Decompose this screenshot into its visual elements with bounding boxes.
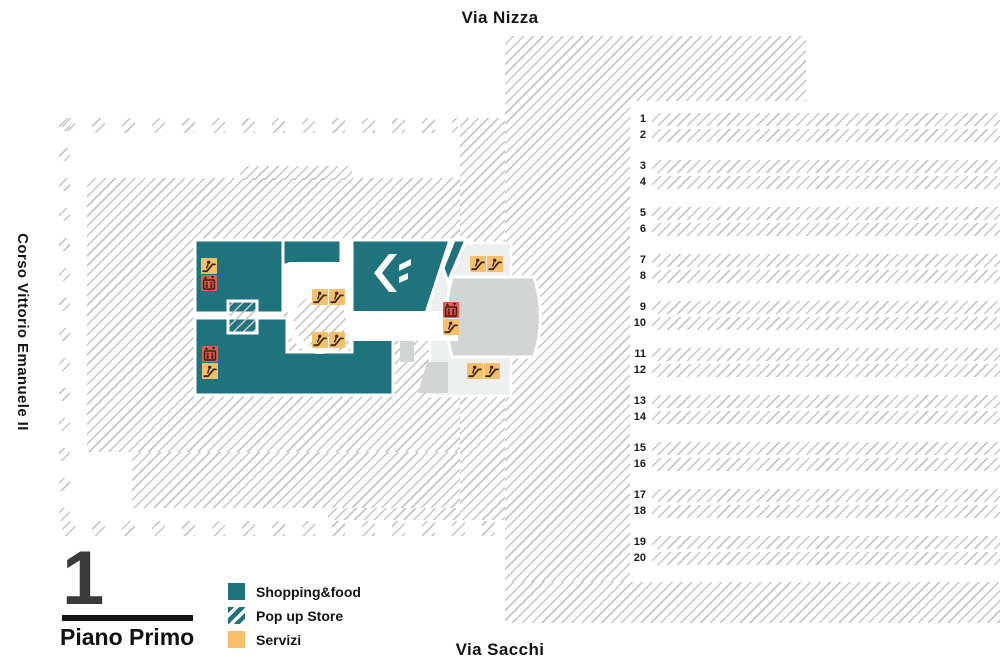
platform-number: 9 — [639, 301, 646, 313]
platform-track-strip — [652, 129, 1000, 142]
floor-number: 1 — [62, 536, 105, 621]
platform-number: 2 — [639, 129, 646, 141]
platform-number: 18 — [633, 505, 646, 517]
platform-number: 12 — [633, 364, 646, 376]
legend-label: Servizi — [256, 632, 302, 648]
legend-swatch-services — [228, 631, 245, 648]
platform-number: 16 — [633, 458, 646, 470]
street-edge-bottom — [62, 521, 498, 536]
platform-track-strip — [652, 113, 1000, 126]
platform-track-strip — [652, 348, 1000, 361]
platform-number: 19 — [633, 536, 646, 548]
escalator-icon — [443, 319, 459, 335]
platform-track-strip — [652, 552, 1000, 565]
shop-block-northeast-sliver — [441, 238, 469, 287]
street-edge-top — [62, 118, 458, 133]
station-logo — [374, 254, 411, 292]
escalator-icon — [202, 363, 218, 379]
platform-number: 20 — [633, 552, 646, 564]
platform-number: 6 — [639, 223, 646, 235]
footprint-west-lower-step — [328, 508, 460, 520]
platform-number: 4 — [639, 176, 646, 188]
platform-number: 3 — [639, 160, 646, 172]
platform-track-strip — [652, 176, 1000, 189]
elevator-icon — [201, 275, 217, 291]
platform-track-strip — [652, 458, 1000, 471]
elevator-icon — [443, 302, 459, 318]
street-label-left: Corso Vittorio Emanuele II — [14, 233, 31, 431]
platform-number: 7 — [639, 254, 646, 266]
escalator-icon — [312, 289, 328, 305]
platform-number: 17 — [633, 489, 646, 501]
escalator-icon — [312, 332, 328, 348]
escalator-icon — [201, 258, 217, 274]
platform-track-strip — [652, 207, 1000, 220]
footprint-west-step — [240, 166, 352, 180]
platform-track-strip — [652, 301, 1000, 314]
platform-track-strip — [652, 254, 1000, 267]
platform-track-strip — [652, 160, 1000, 173]
kiosk-square — [226, 299, 259, 335]
gap-column — [341, 238, 352, 268]
escalator-icon — [487, 256, 503, 272]
escalator-icon — [329, 332, 345, 348]
platform-number: 1 — [639, 113, 646, 125]
platform-track-strip — [652, 395, 1000, 408]
platform-number: 10 — [633, 317, 646, 329]
platform-track-strip — [652, 411, 1000, 424]
escalator-icon — [470, 256, 486, 272]
floor-title-rule — [62, 615, 193, 621]
elevator-icon — [202, 346, 218, 362]
platform-number: 13 — [633, 395, 646, 407]
footprint-west-lower — [132, 452, 460, 508]
legend-swatch-shopping — [228, 583, 245, 600]
platform-track-strip — [652, 442, 1000, 455]
platform-track-strip — [652, 223, 1000, 236]
ramp-wedge — [418, 362, 448, 393]
legend-label: Shopping&food — [256, 584, 361, 600]
platform-track-strip — [652, 270, 1000, 283]
platform-track-strip — [652, 536, 1000, 549]
escalator-icon — [467, 363, 483, 379]
floor-name: Piano Primo — [60, 624, 195, 650]
legend-label: Pop up Store — [256, 608, 344, 624]
platform-number: 15 — [633, 442, 646, 454]
platform-number: 8 — [639, 270, 646, 282]
street-label-top: Via Nizza — [461, 8, 539, 27]
street-label-bottom: Via Sacchi — [455, 640, 545, 659]
platform-number: 5 — [639, 207, 646, 219]
footprint-south-block — [505, 582, 1000, 623]
platform-track-strip — [652, 364, 1000, 377]
platform-number: 14 — [633, 411, 646, 423]
platform-track-strip — [652, 489, 1000, 502]
platform-track-strip — [652, 505, 1000, 518]
escalator-icon — [329, 289, 345, 305]
platform-number: 11 — [634, 348, 646, 360]
legend-swatch-popup — [228, 607, 245, 624]
shop-block-north-mid — [281, 238, 343, 267]
platform-track-strip — [652, 317, 1000, 330]
escalator-icon — [484, 363, 500, 379]
corridor-east — [348, 311, 458, 341]
street-edge-left — [59, 118, 70, 535]
